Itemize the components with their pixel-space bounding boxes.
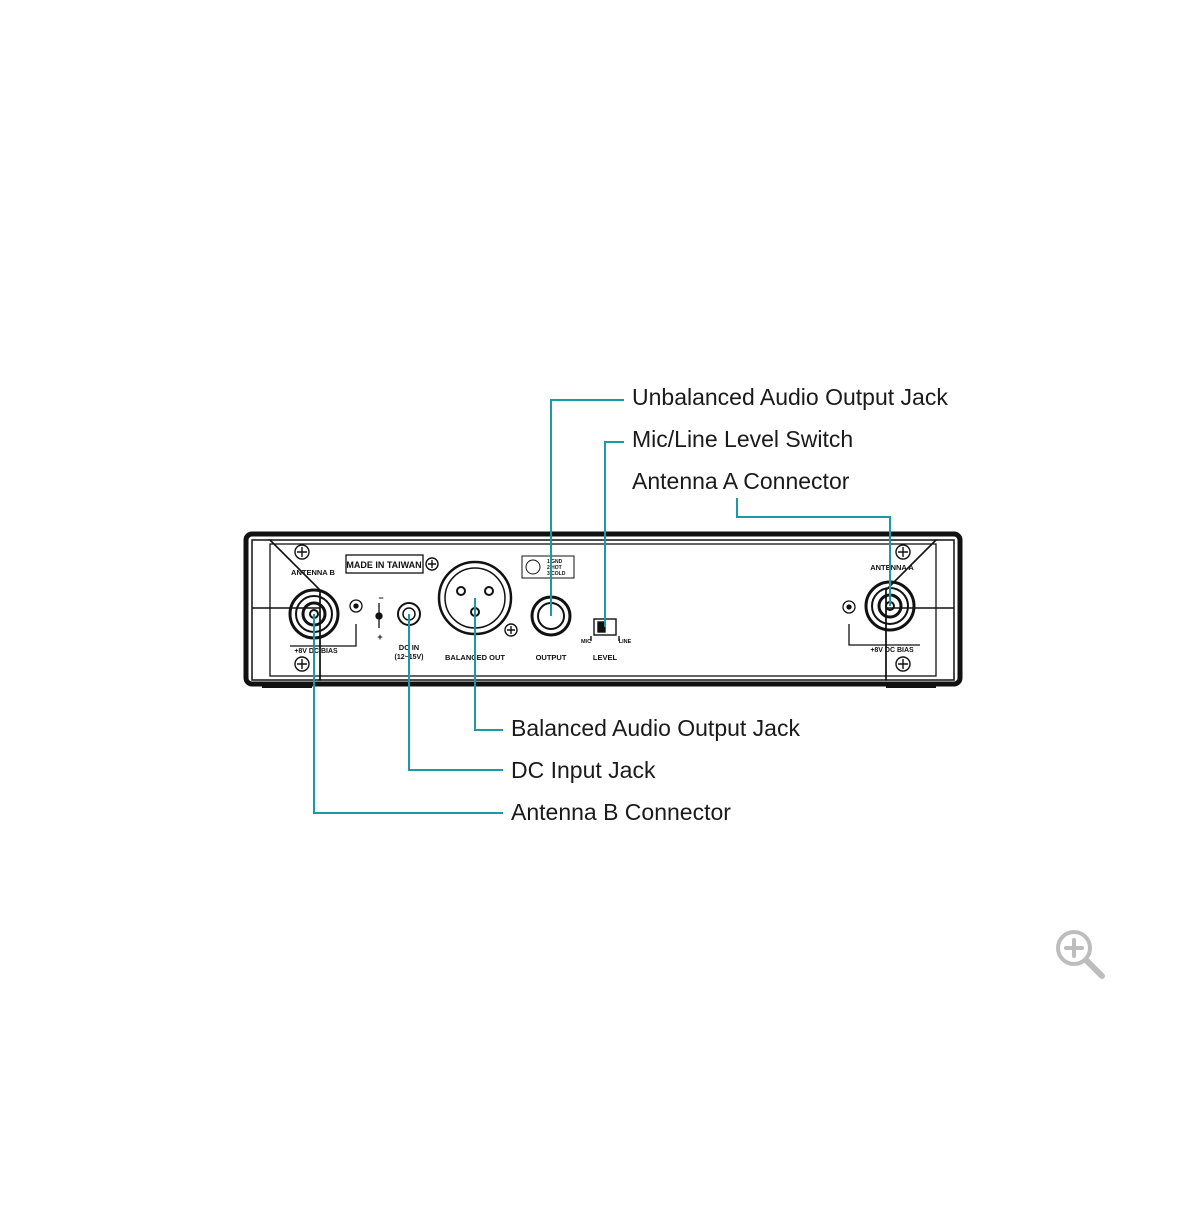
screw-icon — [294, 544, 911, 672]
polarity-minus: − — [378, 593, 383, 603]
pin-cold-label: 3 COLD — [547, 571, 566, 577]
callout-leader-lines — [313, 399, 891, 814]
output-label: OUTPUT — [536, 653, 567, 662]
leader-unbalanced-output — [550, 399, 624, 616]
line-label: LINE — [619, 639, 632, 645]
callout-antenna-b: Antenna B Connector — [511, 799, 731, 825]
mic-label: MIC — [581, 639, 591, 645]
callout-antenna-a: Antenna A Connector — [632, 468, 850, 494]
pin-gnd-label: 1 GND — [547, 559, 563, 565]
bias-indicator-right — [842, 600, 920, 646]
callout-unbalanced-output: Unbalanced Audio Output Jack — [632, 384, 948, 410]
pin-hot-label: 2 HOT — [547, 565, 562, 571]
bias-label-left: +8V DC BIAS — [294, 648, 338, 655]
callout-dc-input: DC Input Jack — [511, 757, 656, 783]
leader-balanced-output — [474, 598, 503, 731]
zoom-in-button[interactable] — [1052, 926, 1108, 982]
antenna-b-label: ANTENNA B — [291, 568, 335, 577]
level-label: LEVEL — [593, 653, 618, 662]
leader-antenna-a — [736, 498, 891, 606]
leader-level-switch — [604, 441, 624, 627]
xlr-pin-legend — [521, 555, 575, 579]
callout-level-switch: Mic/Line Level Switch — [632, 426, 854, 452]
callout-balanced-output: Balanced Audio Output Jack — [511, 715, 800, 741]
polarity-plus: + — [377, 632, 382, 642]
made-in-label-box — [345, 554, 424, 574]
antenna-a-label: ANTENNA A — [870, 563, 914, 572]
zoom-in-icon — [1056, 930, 1105, 979]
bias-indicator-left — [290, 599, 363, 647]
bias-label-right: +8V DC BIAS — [870, 647, 914, 654]
made-in-label: MADE IN TAIWAN — [346, 560, 421, 570]
leader-dc-input — [408, 614, 503, 771]
leader-antenna-b — [313, 614, 503, 814]
polarity-icon — [375, 603, 383, 628]
